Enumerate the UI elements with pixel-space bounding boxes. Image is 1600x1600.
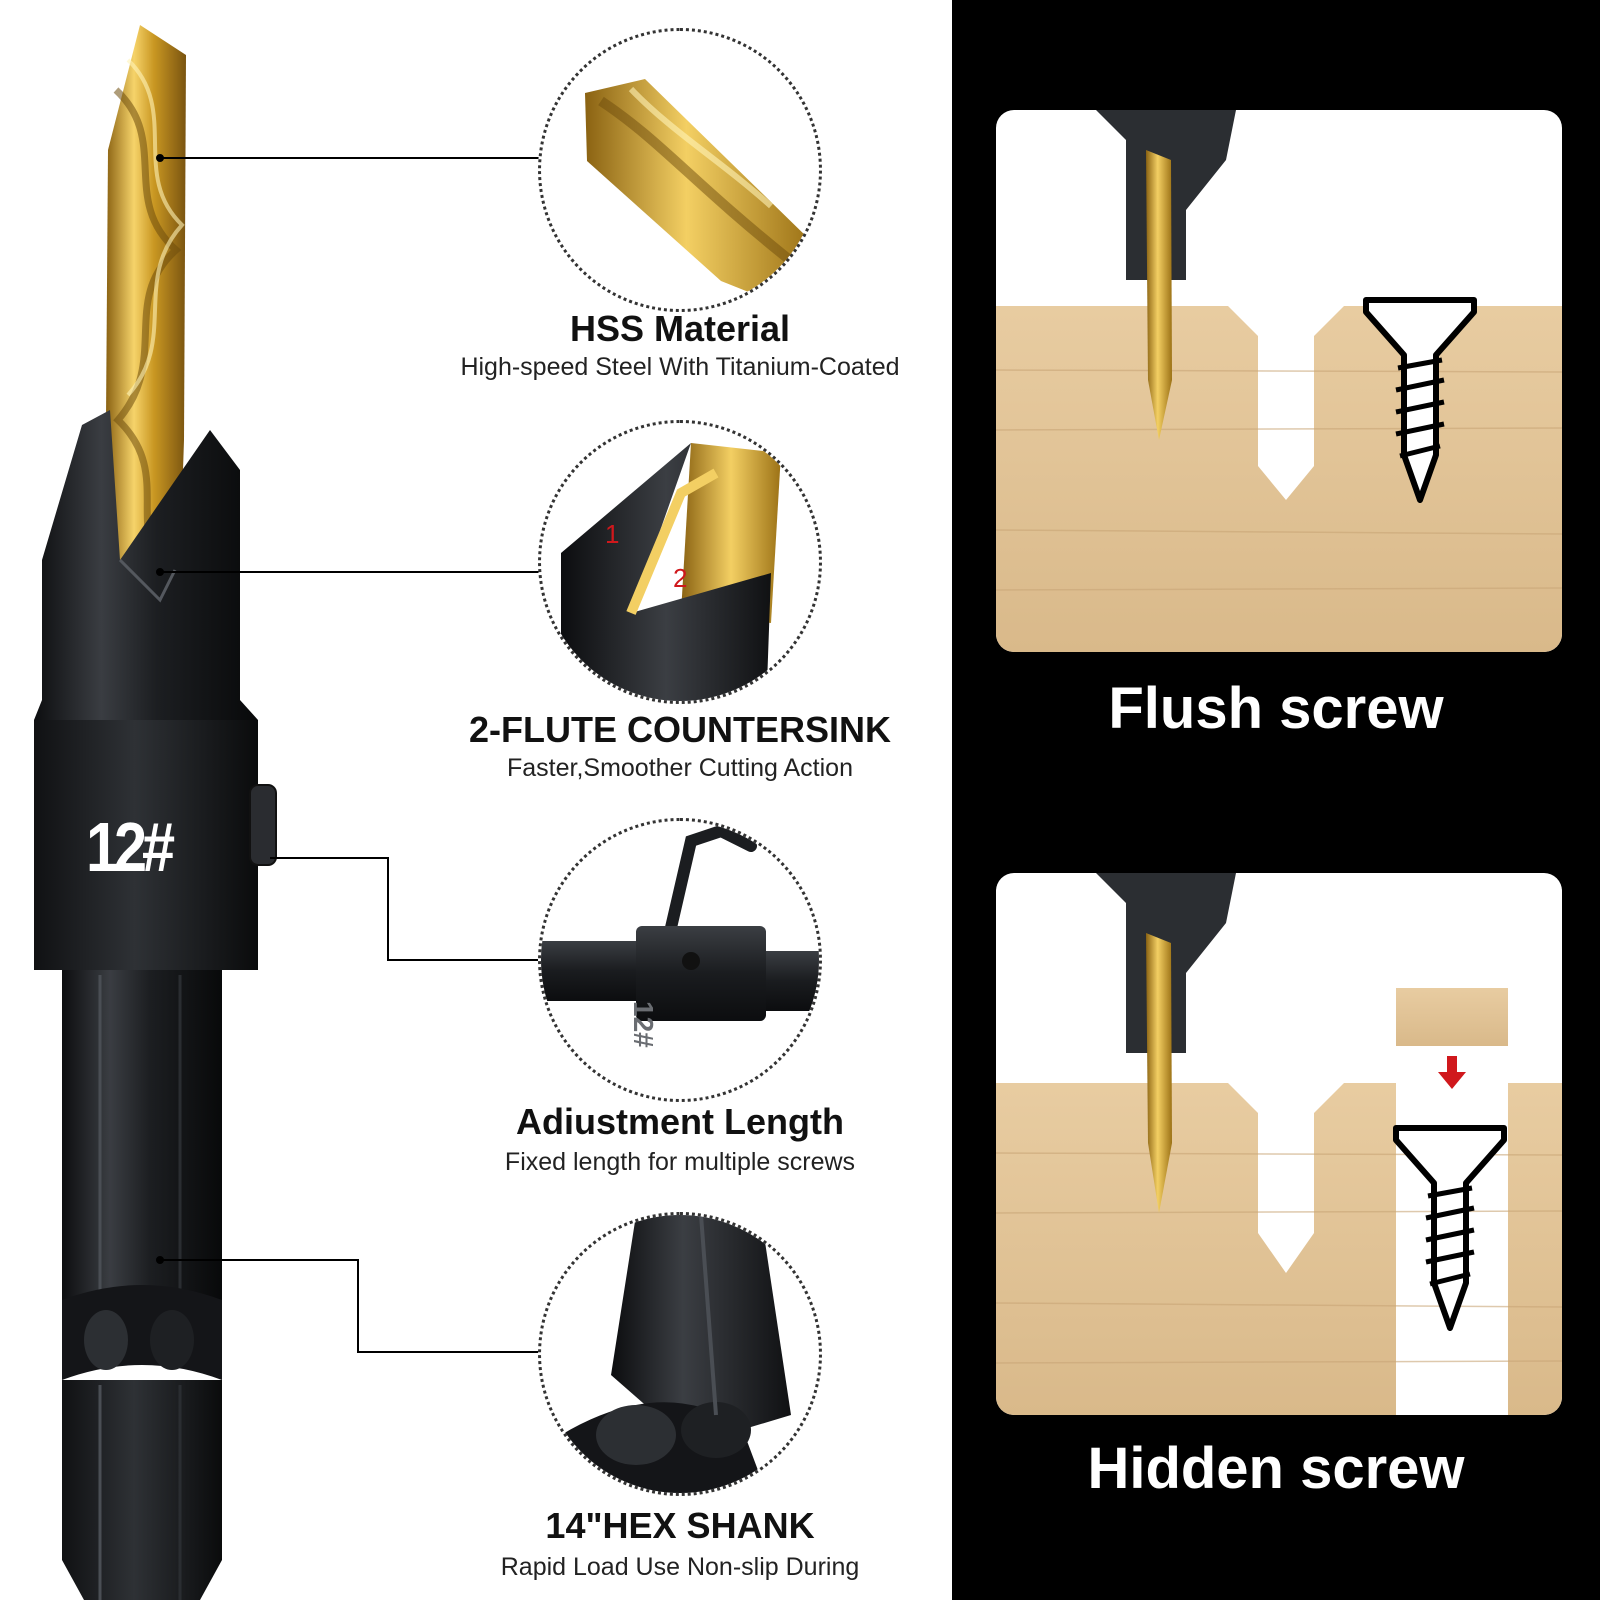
feature-desc-countersink: Faster,Smoother Cutting Action [506, 754, 853, 782]
hss-detail-circle [538, 28, 822, 312]
hex-shank-icon [561, 1215, 791, 1493]
feature-desc-adjustment: Fixed length for multiple screws [504, 1148, 856, 1176]
feature-title-hss: HSS Material [569, 308, 791, 349]
hex-shank-detail-circle [538, 1212, 822, 1496]
drill-size-label: 12# [86, 808, 175, 886]
feature-desc-hss: High-speed Steel With Titanium-Coated [460, 353, 900, 381]
hss-tip-icon [585, 79, 811, 301]
flute-marker-1: 1 [605, 519, 620, 549]
hex-key-size-label: 12# [628, 1001, 659, 1048]
adjustment-detail-circle: 12# [538, 818, 822, 1102]
down-arrow-icon [1438, 1056, 1466, 1089]
feature-desc-hex-shank: Rapid Load Use Non-slip During [500, 1553, 860, 1581]
feature-title-hex-shank: 14"HEX SHANK [545, 1505, 815, 1546]
leader-lines [156, 154, 540, 1353]
feature-title-countersink: 2-FLUTE COUNTERSINK [469, 709, 891, 750]
flush-screw-caption: Flush screw [1108, 676, 1444, 741]
hidden-screw-card [996, 873, 1562, 1415]
hidden-screw-diagram [996, 873, 1562, 1415]
flush-screw-card [996, 110, 1562, 652]
hex-key-icon [541, 824, 819, 1021]
feature-title-adjustment: Adiustment Length [516, 1101, 844, 1142]
hidden-screw-caption: Hidden screw [1087, 1436, 1465, 1501]
screw-icon [1363, 297, 1477, 503]
drill-bit-illustration [34, 25, 277, 1600]
countersink-detail-circle: 1 2 [538, 420, 822, 704]
flute-marker-2: 2 [673, 563, 688, 593]
screw-icon [1393, 1125, 1507, 1331]
countersink-flute-icon [561, 443, 781, 701]
flush-screw-diagram [996, 110, 1562, 652]
